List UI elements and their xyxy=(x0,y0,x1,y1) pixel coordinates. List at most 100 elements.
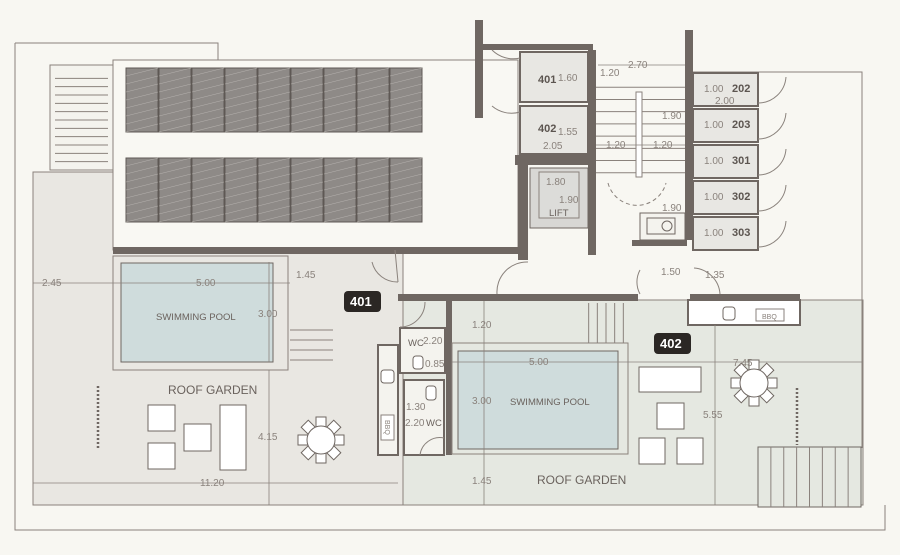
dimension: 1.50 xyxy=(661,267,681,278)
storage-label: 401 xyxy=(538,74,556,86)
storage-401 xyxy=(519,51,589,103)
panel-hatch xyxy=(290,83,324,93)
wall xyxy=(515,155,595,165)
panel-hatch xyxy=(191,205,225,215)
panel-hatch xyxy=(323,75,357,85)
panel-hatch xyxy=(323,213,357,223)
panel-hatch xyxy=(125,189,159,199)
panel-hatch xyxy=(257,205,291,215)
panel-hatch xyxy=(323,189,357,199)
wc-lower xyxy=(403,379,445,456)
storage-303 xyxy=(692,216,759,251)
toilet-icon xyxy=(412,355,437,401)
door-swing xyxy=(757,220,787,248)
table-top xyxy=(306,425,336,455)
wall xyxy=(690,294,800,300)
panel-hatch xyxy=(290,181,324,191)
panel-hatch xyxy=(389,173,423,183)
panel-hatch xyxy=(224,91,258,101)
panel-hatch xyxy=(356,91,390,101)
panel-hatch xyxy=(224,197,258,207)
dimension: 1.20 xyxy=(600,68,620,79)
panel-hatch xyxy=(191,107,225,117)
panel-hatch xyxy=(257,107,291,117)
panel-hatch xyxy=(224,115,258,125)
panel-hatch xyxy=(158,197,192,207)
door-swing xyxy=(757,184,787,212)
table-top xyxy=(739,368,769,398)
solar-panel xyxy=(191,157,225,223)
panel-hatch xyxy=(257,83,291,93)
panel-hatch xyxy=(257,157,291,167)
panel-hatch xyxy=(323,99,357,109)
solar-panel xyxy=(158,67,192,133)
dimension: 1.20 xyxy=(472,320,492,331)
panel-hatch xyxy=(158,91,192,101)
panel-hatch xyxy=(125,67,159,77)
panel-hatch xyxy=(158,67,192,77)
panel-hatch xyxy=(389,67,423,77)
panel-hatch xyxy=(224,83,258,93)
panel-hatch xyxy=(158,181,192,191)
panel-hatch xyxy=(323,205,357,215)
panel-hatch xyxy=(356,197,390,207)
svg-text:401: 401 xyxy=(350,294,372,309)
lounge-set-left xyxy=(147,404,247,471)
panel-hatch xyxy=(224,75,258,85)
panel-hatch xyxy=(191,157,225,167)
lift-label: LIFT xyxy=(549,208,569,219)
panel-hatch xyxy=(191,197,225,207)
panel-hatch xyxy=(323,181,357,191)
panel-hatch xyxy=(158,83,192,93)
turning-circle xyxy=(607,182,667,206)
panel-hatch xyxy=(191,75,225,85)
dimension: 1.80 xyxy=(546,177,566,188)
storage-202 xyxy=(692,72,759,107)
dimension: 1.00 xyxy=(704,192,724,203)
panel-hatch xyxy=(224,107,258,117)
panel-hatch xyxy=(224,157,258,167)
storage-203 xyxy=(692,108,759,143)
panel-hatch xyxy=(125,205,159,215)
panel-hatch xyxy=(323,115,357,125)
stair-left xyxy=(49,64,114,171)
solar-panel xyxy=(125,157,159,223)
panel-hatch xyxy=(257,99,291,109)
dimension: 1.00 xyxy=(704,156,724,167)
panel-hatch xyxy=(290,165,324,175)
dimension: 1.00 xyxy=(704,84,724,95)
panel-hatch xyxy=(125,165,159,175)
panel-hatch xyxy=(356,75,390,85)
panel-hatch xyxy=(356,213,390,223)
panel-hatch xyxy=(191,115,225,125)
panel-hatch xyxy=(290,99,324,109)
panel-hatch xyxy=(257,173,291,183)
unit-badge-401: 401 xyxy=(344,291,381,312)
panel-hatch xyxy=(158,99,192,109)
dimension: 1.45 xyxy=(296,270,316,281)
panel-hatch xyxy=(125,91,159,101)
panel-hatch xyxy=(191,83,225,93)
panel-hatch xyxy=(356,181,390,191)
panel-hatch xyxy=(290,189,324,199)
panel-hatch xyxy=(125,75,159,85)
panel-hatch xyxy=(158,213,192,223)
panel-hatch xyxy=(323,157,357,167)
panel-hatch xyxy=(356,205,390,215)
panel-hatch xyxy=(224,189,258,199)
solar-panel xyxy=(356,157,390,223)
solar-panel xyxy=(323,67,357,133)
panel-hatch xyxy=(389,181,423,191)
panel-hatch xyxy=(125,123,159,133)
panel-hatch xyxy=(191,181,225,191)
panel-hatch xyxy=(125,157,159,167)
solar-panel xyxy=(224,67,258,133)
panel-hatch xyxy=(389,165,423,175)
panel-hatch xyxy=(389,157,423,167)
garden-label: ROOF GARDEN xyxy=(168,383,257,397)
door-swing xyxy=(757,112,787,140)
door-swing xyxy=(399,301,445,456)
panel-hatch xyxy=(125,83,159,93)
dimension: 1.20 xyxy=(606,140,626,151)
panel-hatch xyxy=(356,99,390,109)
